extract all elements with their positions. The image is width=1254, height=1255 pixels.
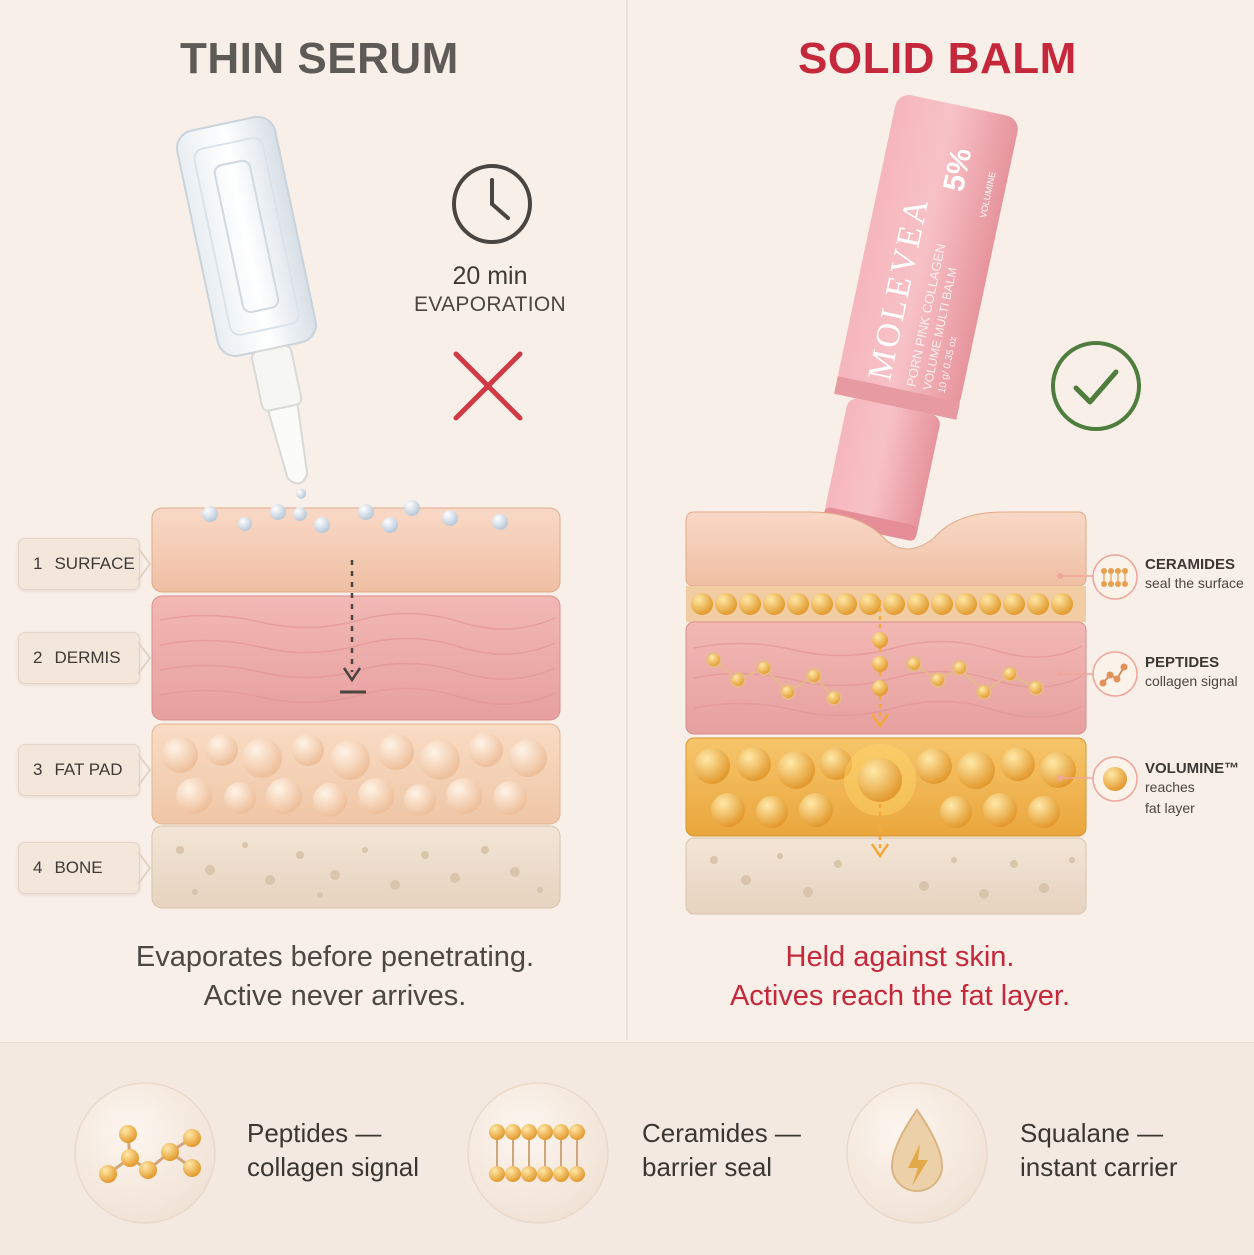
ceramides-annotation-head: CERAMIDES (1145, 556, 1236, 573)
peptides-annotation: PEPTIDES collagen signal (1145, 654, 1238, 692)
ingredient-ceramides-title: Ceramides — (642, 1118, 801, 1148)
ingredient-ceramides: Ceramides — barrier seal (642, 1116, 801, 1184)
peptide-mini-icon (1092, 651, 1138, 697)
clock-icon (452, 164, 532, 244)
ceramide-bilayer-icon (467, 1082, 609, 1224)
volumine-mini-icon (1092, 756, 1138, 802)
peptide-chains (706, 652, 1044, 706)
left-caption-line-2: Active never arrives. (203, 980, 467, 1012)
timer-label: EVAPORATION (414, 293, 566, 316)
left-caption-line-1: Evaporates before penetrating. (135, 941, 535, 973)
layer-number: 3 (33, 760, 43, 779)
serum-droplets (202, 500, 508, 533)
layer-label: DERMIS (54, 648, 121, 667)
volumine-annotation-sub-1: reaches (1145, 779, 1195, 795)
layer-number: 2 (33, 648, 43, 667)
layer-tag-bone: 4 BONE (18, 842, 140, 894)
ingredient-ceramides-sub: barrier seal (642, 1152, 773, 1182)
layer-number: 1 (33, 554, 43, 573)
ingredient-squalane: Squalane — instant carrier (1020, 1116, 1178, 1184)
peptides-annotation-head: PEPTIDES (1145, 654, 1220, 671)
ceramides-annotation: CERAMIDES seal the surface (1145, 556, 1244, 594)
ingredient-peptides: Peptides — collagen signal (247, 1116, 419, 1184)
squalane-drop-icon (846, 1082, 988, 1224)
peptide-molecule-icon (74, 1082, 216, 1224)
left-bone-layer (151, 825, 561, 909)
layer-tag-surface: 1 SURFACE (18, 538, 140, 590)
right-caption-line-1: Held against skin. (785, 941, 1015, 973)
annotation-leaders (1057, 573, 1094, 781)
right-fat-cells (694, 744, 1076, 828)
left-surface-layer (151, 507, 561, 593)
ingredient-squalane-title: Squalane — (1020, 1118, 1164, 1148)
ceramide-beads (691, 593, 1073, 615)
layer-label: SURFACE (54, 554, 135, 573)
volumine-annotation-head: VOLUMINE™ (1145, 760, 1240, 777)
cross-icon (453, 351, 523, 421)
ingredient-squalane-sub: instant carrier (1020, 1152, 1178, 1182)
layer-tag-fat-pad: 3 FAT PAD (18, 744, 140, 796)
layer-number: 4 (33, 858, 43, 877)
layer-tag-connectors (137, 547, 152, 885)
ceramide-mini-icon (1092, 554, 1138, 600)
solid-balm-title: SOLID BALM (798, 34, 1077, 83)
right-caption-line-2: Actives reach the fat layer. (729, 980, 1071, 1012)
volumine-annotation: VOLUMINE™ reaches fat layer (1145, 760, 1239, 819)
left-fat-cells (162, 733, 547, 817)
volumine-annotation-sub-2: fat layer (1145, 800, 1195, 816)
ceramides-annotation-sub: seal the surface (1145, 575, 1244, 591)
layer-tag-dermis: 2 DERMIS (18, 632, 140, 684)
timer-value: 20 min (452, 262, 528, 290)
ingredient-peptides-title: Peptides — (247, 1118, 382, 1148)
left-caption: Evaporates before penetrating. Active ne… (110, 938, 560, 1016)
left-dermis-layer (151, 595, 561, 721)
left-skin-stack (151, 500, 561, 909)
balm-tube: MOLEVEA PORN PINK COLLAGEN VOLUME MULTI … (823, 95, 1018, 541)
right-dermis-layer (685, 621, 1087, 735)
layer-label: FAT PAD (54, 760, 123, 779)
right-surface-layer (685, 511, 1087, 587)
panel-divider (626, 0, 628, 1040)
thin-serum-title: THIN SERUM (180, 34, 459, 83)
check-icon (1051, 341, 1141, 431)
right-skin-stack (685, 511, 1087, 915)
ingredient-peptides-sub: collagen signal (247, 1152, 420, 1182)
peptides-annotation-sub: collagen signal (1145, 673, 1238, 689)
serum-bottle (176, 115, 317, 499)
layer-label: BONE (54, 858, 103, 877)
right-caption: Held against skin. Actives reach the fat… (690, 938, 1110, 1016)
